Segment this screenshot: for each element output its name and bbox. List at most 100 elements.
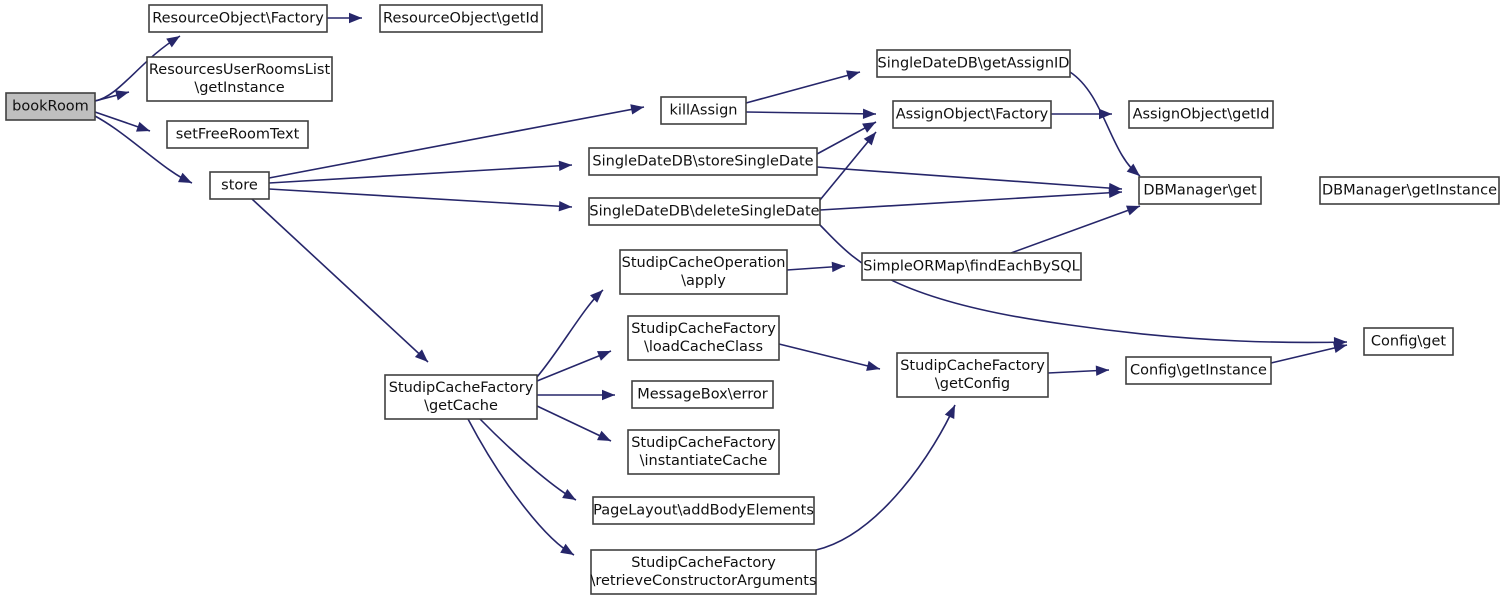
node-box[interactable] (148, 4, 328, 33)
node-label: ResourceObject\getId (383, 11, 539, 27)
arrow-head (602, 389, 615, 401)
arrow-head (866, 360, 880, 371)
edge-configGetInstance-to-configGet (1270, 342, 1348, 364)
node-label: DBManager\get (1143, 183, 1257, 199)
node-label: killAssign (670, 103, 738, 119)
node-singleDateDBDeleteSingleDate[interactable]: SingleDateDB\deleteSingleDateSingleDateD… (588, 197, 821, 226)
node-box[interactable] (379, 4, 543, 33)
node-box[interactable] (861, 252, 1082, 281)
node-box[interactable] (5, 92, 96, 121)
edge-singleDateDBStoreSingleDate-to-assignObjectFactory (816, 121, 877, 155)
arrow-head (831, 261, 845, 273)
edge-singleDateDBGetAssignID-to-dbManagerGet (1069, 71, 1141, 177)
node-label: \getCache (424, 398, 498, 414)
node-studipCacheFactoryGetCache[interactable]: StudipCacheFactory\getCacheStudipCacheFa… (384, 374, 538, 420)
node-box[interactable] (892, 100, 1052, 129)
node-box[interactable] (1138, 176, 1262, 205)
edge-singleDateDBDeleteSingleDate-to-assignObjectFactory (819, 131, 877, 201)
node-label: StudipCacheOperation (622, 255, 786, 271)
node-box[interactable] (660, 96, 747, 125)
node-label: SingleDateDB\storeSingleDate (592, 154, 813, 170)
node-box[interactable] (1363, 327, 1454, 356)
node-studipCacheOperationApply[interactable]: StudipCacheOperation\applyStudipCacheOpe… (619, 249, 788, 295)
node-box[interactable] (896, 352, 1049, 398)
node-label: \loadCacheClass (644, 339, 763, 355)
node-simpleORMapFindEachBySQL[interactable]: SimpleORMap\findEachBySQLSimpleORMap\fin… (861, 252, 1082, 281)
node-studipCacheFactoryInstantiateCache[interactable]: StudipCacheFactory\instantiateCacheStudi… (627, 429, 780, 475)
node-resourcesUserRoomsListGetInstance[interactable]: ResourcesUserRoomsList\getInstanceResour… (146, 56, 333, 102)
node-studipCacheFactoryLoadCacheClass[interactable]: StudipCacheFactory\loadCacheClassStudipC… (627, 315, 780, 361)
node-killAssign[interactable]: killAssignkillAssign (660, 96, 747, 125)
edge-studipCacheFactoryGetCache-to-studipCacheFactoryRetrieveConstructorArguments (467, 418, 575, 556)
node-messageBoxError[interactable]: MessageBox\errorMessageBox\error (631, 380, 774, 409)
node-studipCacheFactoryGetConfig[interactable]: StudipCacheFactory\getConfigStudipCacheF… (896, 352, 1049, 398)
node-label: StudipCacheFactory (631, 435, 776, 451)
arrow-head (1108, 187, 1122, 198)
arrow-head (1126, 163, 1140, 176)
node-box[interactable] (876, 49, 1071, 78)
edge-singleDateDBDeleteSingleDate-to-dbManagerGet (819, 187, 1123, 211)
arrow-head (414, 349, 428, 362)
node-box[interactable] (627, 315, 780, 361)
edge-singleDateDBDeleteSingleDate-to-configGet (819, 224, 1348, 348)
node-resourceObjectFactory[interactable]: ResourceObject\FactoryResourceObject\Fac… (148, 4, 328, 33)
node-box[interactable] (166, 120, 309, 149)
edge-store-to-studipCacheFactoryGetCache (251, 198, 429, 363)
edge-simpleORMapFindEachBySQL-to-dbManagerGet (1010, 205, 1141, 254)
edge-studipCacheFactoryLoadCacheClass-to-studipCacheFactoryGetConfig (778, 343, 881, 371)
node-box[interactable] (384, 374, 538, 420)
node-box[interactable] (209, 171, 270, 200)
node-box[interactable] (1319, 176, 1500, 205)
node-label: MessageBox\error (637, 387, 768, 403)
node-pageLayoutAddBodyElements[interactable]: PageLayout\addBodyElementsPageLayout\add… (592, 496, 815, 525)
arrow-head (166, 36, 180, 48)
node-bookRoom[interactable]: bookRoombookRoom (5, 92, 96, 121)
edge-singleDateDBStoreSingleDate-to-dbManagerGet (816, 166, 1123, 194)
node-box[interactable] (1128, 100, 1274, 129)
arrow-head (863, 132, 876, 146)
node-configGet[interactable]: Config\getConfig\get (1363, 327, 1454, 356)
node-resourceObjectGetId[interactable]: ResourceObject\getIdResourceObject\getId (379, 4, 543, 33)
node-box[interactable] (590, 549, 817, 595)
node-label: StudipCacheFactory (389, 380, 534, 396)
node-label: Config\get (1371, 334, 1447, 350)
node-box[interactable] (619, 249, 788, 295)
edge-resourceObjectFactory-to-resourceObjectGetId (327, 12, 362, 24)
arrow-head (1126, 205, 1140, 216)
edge-store-to-singleDateDBStoreSingleDate (268, 160, 573, 184)
node-box[interactable] (146, 56, 333, 102)
edge-store-to-singleDateDBDeleteSingleDate (268, 188, 573, 212)
node-assignObjectGetId[interactable]: AssignObject\getIdAssignObject\getId (1128, 100, 1274, 129)
node-box[interactable] (588, 147, 818, 176)
node-store[interactable]: storestore (209, 171, 270, 200)
arrow-head (944, 405, 955, 419)
edge-studipCacheOperationApply-to-simpleORMapFindEachBySQL (786, 261, 846, 273)
edge-studipCacheFactoryGetCache-to-studipCacheFactoryInstantiateCache (536, 405, 612, 442)
node-box[interactable] (1125, 356, 1272, 385)
edge-studipCacheFactoryGetCache-to-studipCacheFactoryLoadCacheClass (536, 350, 612, 382)
arrow-head (136, 121, 150, 132)
node-box[interactable] (588, 197, 821, 226)
node-box[interactable] (592, 496, 815, 525)
arrow-head (1333, 342, 1347, 354)
node-box[interactable] (627, 429, 780, 475)
arrow-head (862, 122, 876, 133)
node-singleDateDBStoreSingleDate[interactable]: SingleDateDB\storeSingleDateSingleDateDB… (588, 147, 818, 176)
edge-bookRoom-to-setFreeRoomText (94, 111, 151, 132)
node-dbManagerGetInstance[interactable]: DBManager\getInstanceDBManager\getInstan… (1319, 176, 1500, 205)
node-studipCacheFactoryRetrieveConstructorArguments[interactable]: StudipCacheFactory\retrieveConstructorAr… (590, 549, 817, 595)
edge-studipCacheFactoryGetCache-to-pageLayoutAddBodyElements (479, 418, 577, 501)
node-singleDateDBGetAssignID[interactable]: SingleDateDB\getAssignIDSingleDateDB\get… (876, 49, 1071, 78)
node-label: AssignObject\Factory (896, 107, 1049, 123)
arrow-head (178, 172, 192, 183)
node-setFreeRoomText[interactable]: setFreeRoomTextsetFreeRoomText (166, 120, 309, 149)
edge-bookRoom-to-store (94, 115, 193, 184)
node-label: store (221, 178, 258, 194)
node-box[interactable] (631, 380, 774, 409)
node-label: bookRoom (12, 99, 89, 115)
